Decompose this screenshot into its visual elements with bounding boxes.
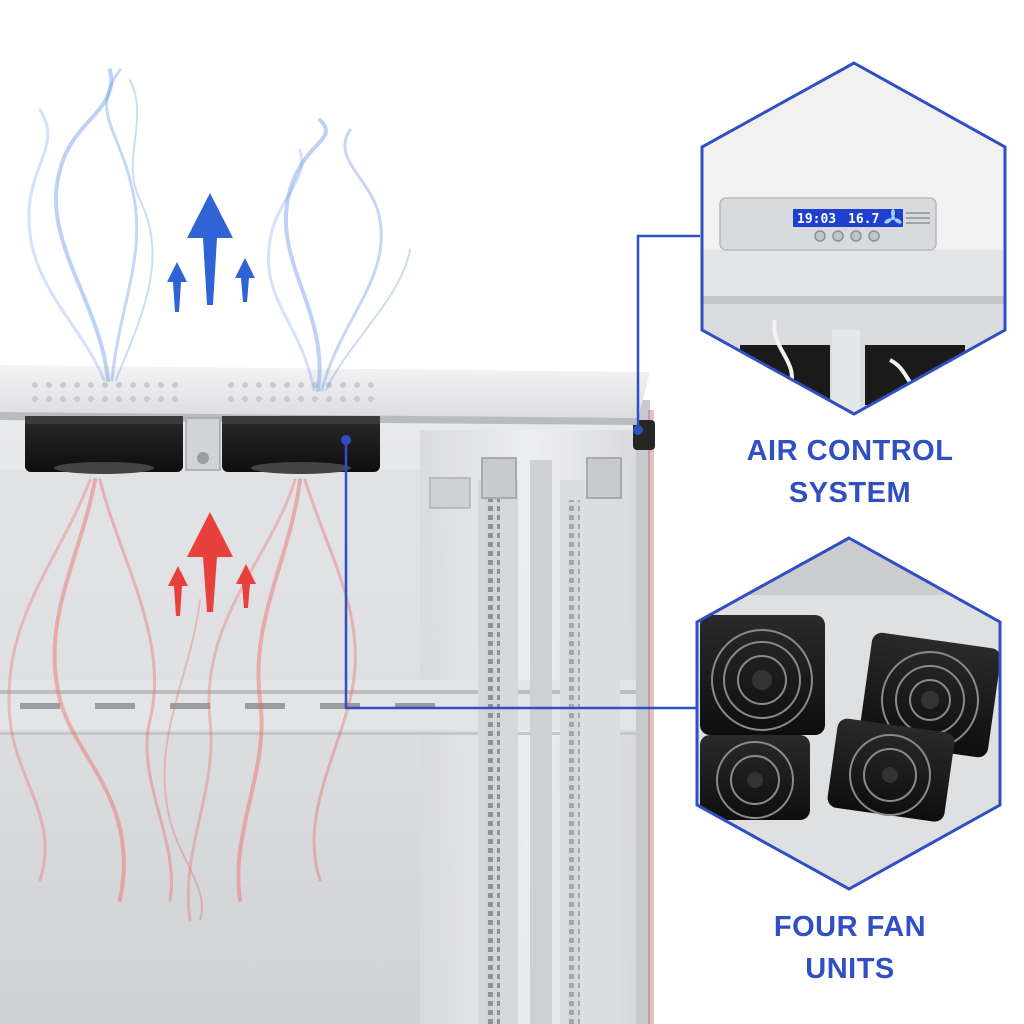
controller-buttons <box>814 230 880 242</box>
hot-air-intake <box>7 478 357 922</box>
fan-icon <box>884 209 902 224</box>
roof-fan-left <box>25 416 183 474</box>
air-control-label: AIR CONTROL SYSTEM <box>730 430 970 514</box>
callout-dot-controller <box>633 425 643 435</box>
fan-units-label-line1: FOUR FAN <box>773 911 927 943</box>
arrow-up-icon <box>168 512 256 616</box>
air-control-label-line1: AIR CONTROL <box>746 435 954 467</box>
air-control-hexagon: 19:03 16.7 <box>700 61 1007 416</box>
controller-temperature: 16.7 <box>848 212 879 227</box>
cool-air-exhaust <box>27 68 411 392</box>
fan-units-hexagon <box>695 536 1002 891</box>
fan-unit <box>827 718 955 822</box>
callout-dot-fan <box>341 435 351 445</box>
fan-units-label: FOUR FAN UNITS <box>740 906 960 990</box>
fan-mount-bracket <box>185 417 221 471</box>
controller-time: 19:03 <box>797 212 836 227</box>
fan-units-label-line2: UNITS <box>805 953 895 985</box>
arrow-up-icon <box>167 193 255 312</box>
callout-connectors <box>344 234 700 710</box>
fan-unit <box>700 615 825 735</box>
air-control-label-line2: SYSTEM <box>788 477 912 509</box>
roof-fan-right <box>222 416 380 474</box>
cabinet-body <box>0 400 655 1024</box>
fan-unit <box>700 735 810 820</box>
rail-slots <box>20 703 435 709</box>
cabinet-top-plate <box>0 365 650 425</box>
